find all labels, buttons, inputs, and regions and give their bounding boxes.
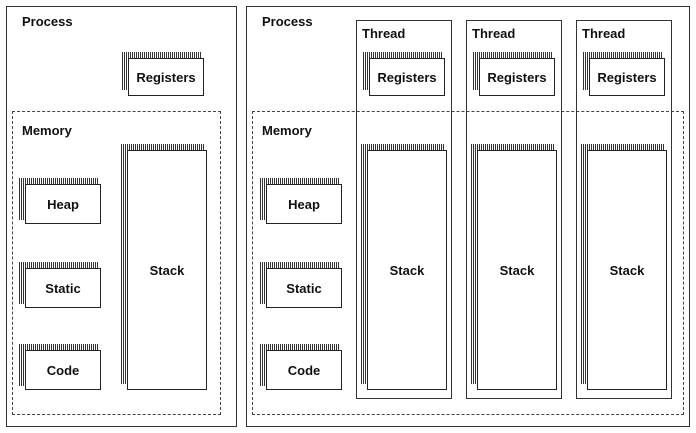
- thread-label: Thread: [582, 26, 626, 41]
- thread-registers-box: Registers: [369, 58, 445, 96]
- thread-registers-box: Registers: [479, 58, 555, 96]
- thread-stack-box: Stack: [587, 150, 667, 390]
- multi-static-box: Static: [266, 268, 342, 308]
- single-static-box: Static: [25, 268, 101, 308]
- single-registers-box: Registers: [128, 58, 204, 96]
- single-code-box: Code: [25, 350, 101, 390]
- thread-stack-box: Stack: [477, 150, 557, 390]
- single-memory-label: Memory: [22, 123, 72, 138]
- thread-frame: [576, 20, 672, 399]
- thread-frame: [356, 20, 452, 399]
- multi-process-label: Process: [262, 14, 313, 29]
- multi-code-box: Code: [266, 350, 342, 390]
- multi-heap-box: Heap: [266, 184, 342, 224]
- single-stack-box: Stack: [127, 150, 207, 390]
- multi-memory-region: [252, 111, 684, 415]
- thread-label: Thread: [472, 26, 516, 41]
- thread-frame: [466, 20, 562, 399]
- thread-label: Thread: [362, 26, 406, 41]
- single-process-label: Process: [22, 14, 73, 29]
- single-heap-box: Heap: [25, 184, 101, 224]
- thread-stack-box: Stack: [367, 150, 447, 390]
- single-memory-region: [12, 111, 221, 415]
- thread-registers-box: Registers: [589, 58, 665, 96]
- multi-memory-label: Memory: [262, 123, 312, 138]
